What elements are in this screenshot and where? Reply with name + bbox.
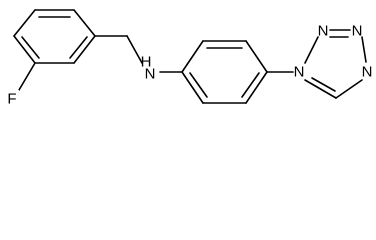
atom-label-tetrazole-n1: N [294, 64, 305, 81]
bond [73, 35, 96, 64]
atom-label-amine-nh: H N [141, 54, 156, 83]
double-bond-inner [21, 36, 40, 59]
atom-label-tetrazole-n3: N [352, 23, 363, 40]
tetrazole-ring [304, 29, 367, 99]
atom-label-tetrazole-n2: N [318, 23, 329, 40]
bond [181, 40, 204, 73]
amine-nitrogen: N [145, 66, 156, 83]
bond [13, 9, 36, 37]
bond [245, 40, 268, 73]
phenylene-ring [181, 40, 268, 104]
bond [361, 36, 367, 63]
double-bond-inner [241, 72, 260, 98]
bond [245, 71, 268, 104]
atom-label-fluorine: F [5, 90, 19, 108]
bond-c-f [18, 62, 36, 91]
amine-hydrogen: H [141, 54, 152, 71]
fluorophenyl-ring [13, 9, 96, 64]
bond [73, 9, 96, 37]
double-bond-inner [189, 72, 208, 98]
molecule-structure: F H N N N N N [5, 9, 373, 108]
bond [13, 35, 36, 64]
bond [335, 79, 363, 99]
bond [304, 79, 337, 99]
double-bond-inner [69, 36, 88, 59]
double-bond-inner [311, 77, 336, 92]
bond-ch2-n [126, 35, 143, 64]
svg-text:F: F [7, 91, 16, 108]
bond [304, 36, 319, 64]
atom-label-tetrazole-n4: N [362, 64, 373, 81]
bond [181, 71, 204, 104]
